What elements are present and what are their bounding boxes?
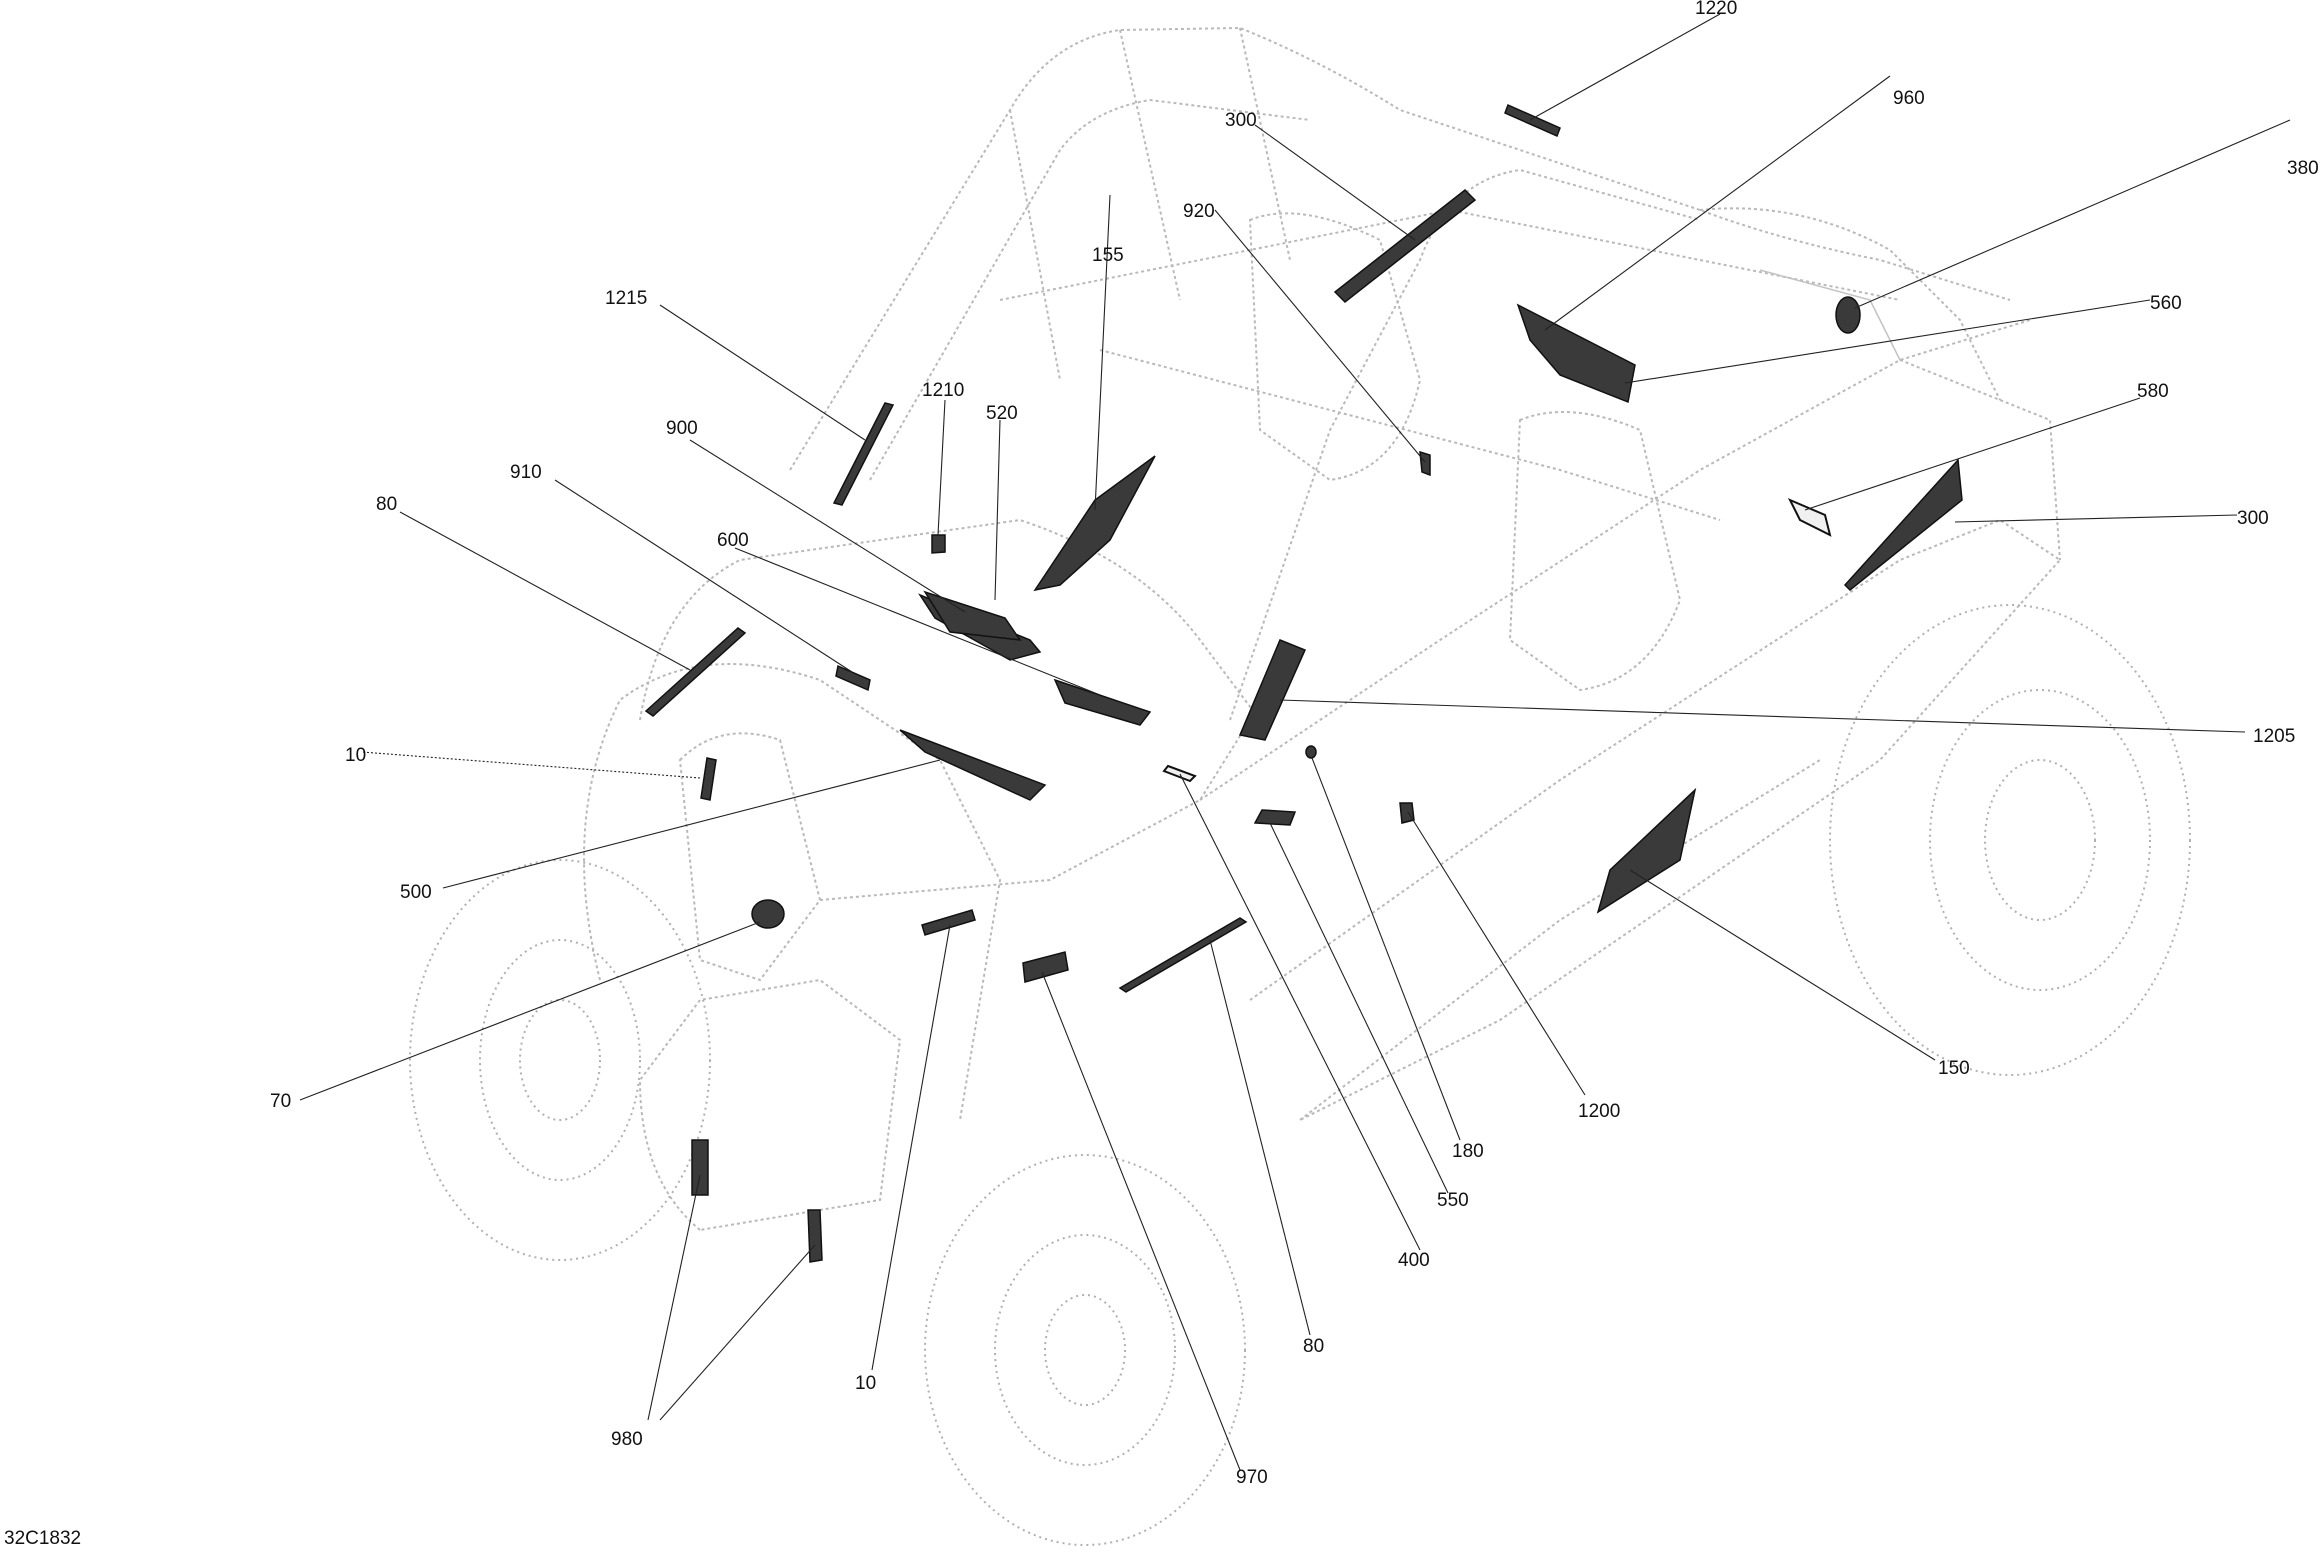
decal-155	[1033, 455, 1156, 592]
callout-180: 180	[1452, 1141, 1484, 1162]
callout-1200: 1200	[1578, 1101, 1620, 1122]
decal-550	[1253, 809, 1297, 826]
decal-910	[835, 664, 871, 692]
callout-labels: 1220 960 380 300 920 155 560 580 300 121…	[270, 0, 2319, 1488]
drawing-code: 32C1832	[4, 1528, 82, 1549]
callout-520: 520	[986, 403, 1018, 424]
decal-900	[923, 590, 1022, 641]
decal-380	[1835, 296, 1861, 334]
decal-1200	[1399, 802, 1415, 824]
callout-920: 920	[1183, 201, 1215, 222]
decal-300-roof	[1333, 188, 1477, 304]
callout-1205: 1205	[2253, 726, 2295, 747]
callout-400: 400	[1398, 1250, 1430, 1271]
decal-70	[751, 899, 785, 929]
callout-300-top: 300	[1225, 110, 1257, 131]
decal-580	[1787, 498, 1832, 537]
decal-500	[899, 729, 1047, 801]
decal-920	[1419, 450, 1431, 477]
callout-980: 980	[611, 1429, 643, 1450]
front-left-tire	[409, 859, 711, 1261]
decals	[644, 103, 1963, 1263]
callout-380: 380	[2287, 158, 2319, 179]
callout-80-left: 80	[376, 494, 397, 515]
decal-10-side	[921, 909, 976, 936]
callout-560: 560	[2150, 293, 2182, 314]
decal-970	[1022, 951, 1069, 983]
callout-970: 970	[1236, 1467, 1268, 1488]
decal-300-side	[1843, 458, 1963, 592]
decal-10-front	[700, 757, 717, 801]
callout-580: 580	[2137, 381, 2169, 402]
callout-960: 960	[1893, 88, 1925, 109]
decal-980-right	[807, 1209, 823, 1263]
front-right-tire	[924, 1154, 1246, 1546]
vehicle-outline	[583, 26, 2062, 1232]
callout-1210: 1210	[922, 380, 964, 401]
decal-980-left	[691, 1139, 709, 1196]
decal-600	[1053, 678, 1152, 726]
callout-900: 900	[666, 418, 698, 439]
callout-1220: 1220	[1695, 0, 1737, 19]
decal-80-front	[644, 627, 747, 717]
callout-80-bottom: 80	[1303, 1336, 1324, 1357]
leader-lines	[299, 13, 2291, 1471]
callout-910: 910	[510, 462, 542, 483]
callout-155: 155	[1092, 245, 1124, 266]
decal-960	[1516, 303, 1636, 404]
decal-1205	[1238, 639, 1307, 741]
callout-10-bottom: 10	[855, 1373, 876, 1394]
tires	[409, 604, 2191, 1546]
callout-10-left: 10	[345, 745, 366, 766]
callout-600: 600	[717, 530, 749, 551]
decal-400	[1162, 764, 1197, 783]
decal-1220	[1504, 103, 1561, 138]
callout-300-right: 300	[2237, 508, 2269, 529]
callout-150: 150	[1938, 1058, 1970, 1079]
decal-150	[1596, 787, 1697, 914]
callout-1215: 1215	[605, 288, 647, 309]
decal-1210	[931, 534, 946, 554]
callout-500: 500	[400, 882, 432, 903]
decal-180	[1305, 745, 1317, 759]
callout-70: 70	[270, 1091, 291, 1112]
callout-550: 550	[1437, 1190, 1469, 1211]
decal-80-side	[1118, 917, 1248, 993]
decal-1215	[832, 402, 895, 506]
rear-right-tire	[1829, 604, 2191, 1076]
